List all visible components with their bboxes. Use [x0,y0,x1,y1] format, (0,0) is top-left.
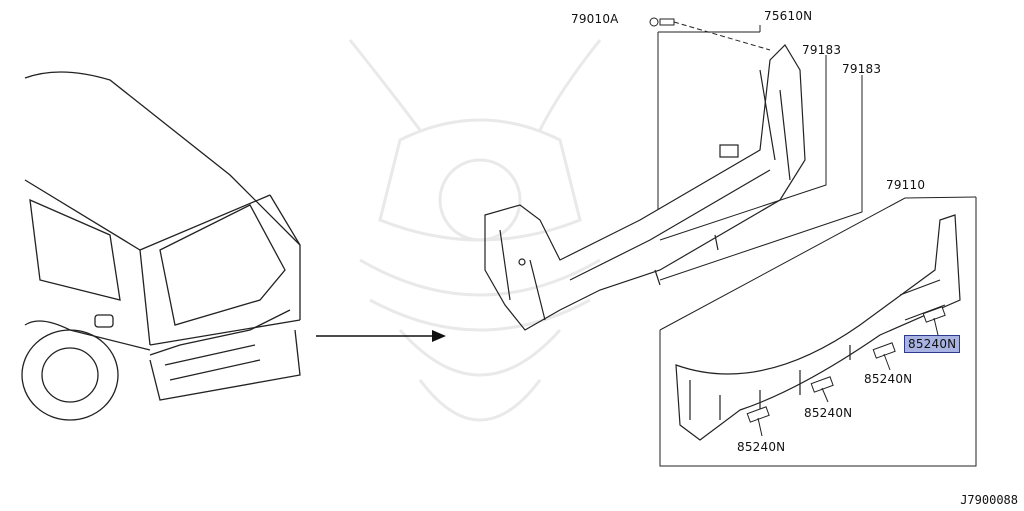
clip-parts [746,306,946,423]
part-label-75610N[interactable]: 75610N [764,9,813,23]
rear-panel-part [675,214,961,441]
part-label-85240N-3[interactable]: 85240N [804,406,853,420]
part-label-79110[interactable]: 79110 [886,178,926,192]
part-label-79183-b[interactable]: 79183 [842,62,882,76]
part-label-79183-a[interactable]: 79183 [802,43,842,57]
bolt-icon [649,17,771,51]
diagram-code: J7900088 [960,493,1018,507]
clip-leader-lines [757,317,939,437]
part-label-85240N-highlighted[interactable]: 85240N [904,335,961,353]
clip-icon [810,376,834,393]
part-label-85240N-2[interactable]: 85240N [864,372,913,386]
rear-panel-frame [659,196,977,467]
callout-lines-upper [657,25,863,281]
watermark-logo [348,39,602,422]
upper-panel-assembly [484,44,806,331]
clip-icon [746,406,770,423]
clip-icon [922,306,946,323]
part-label-79010A[interactable]: 79010A [571,12,619,26]
vehicle-rear-view [21,71,301,421]
clip-icon [872,342,896,359]
part-label-85240N-4[interactable]: 85240N [737,440,786,454]
direction-arrow [316,330,446,342]
